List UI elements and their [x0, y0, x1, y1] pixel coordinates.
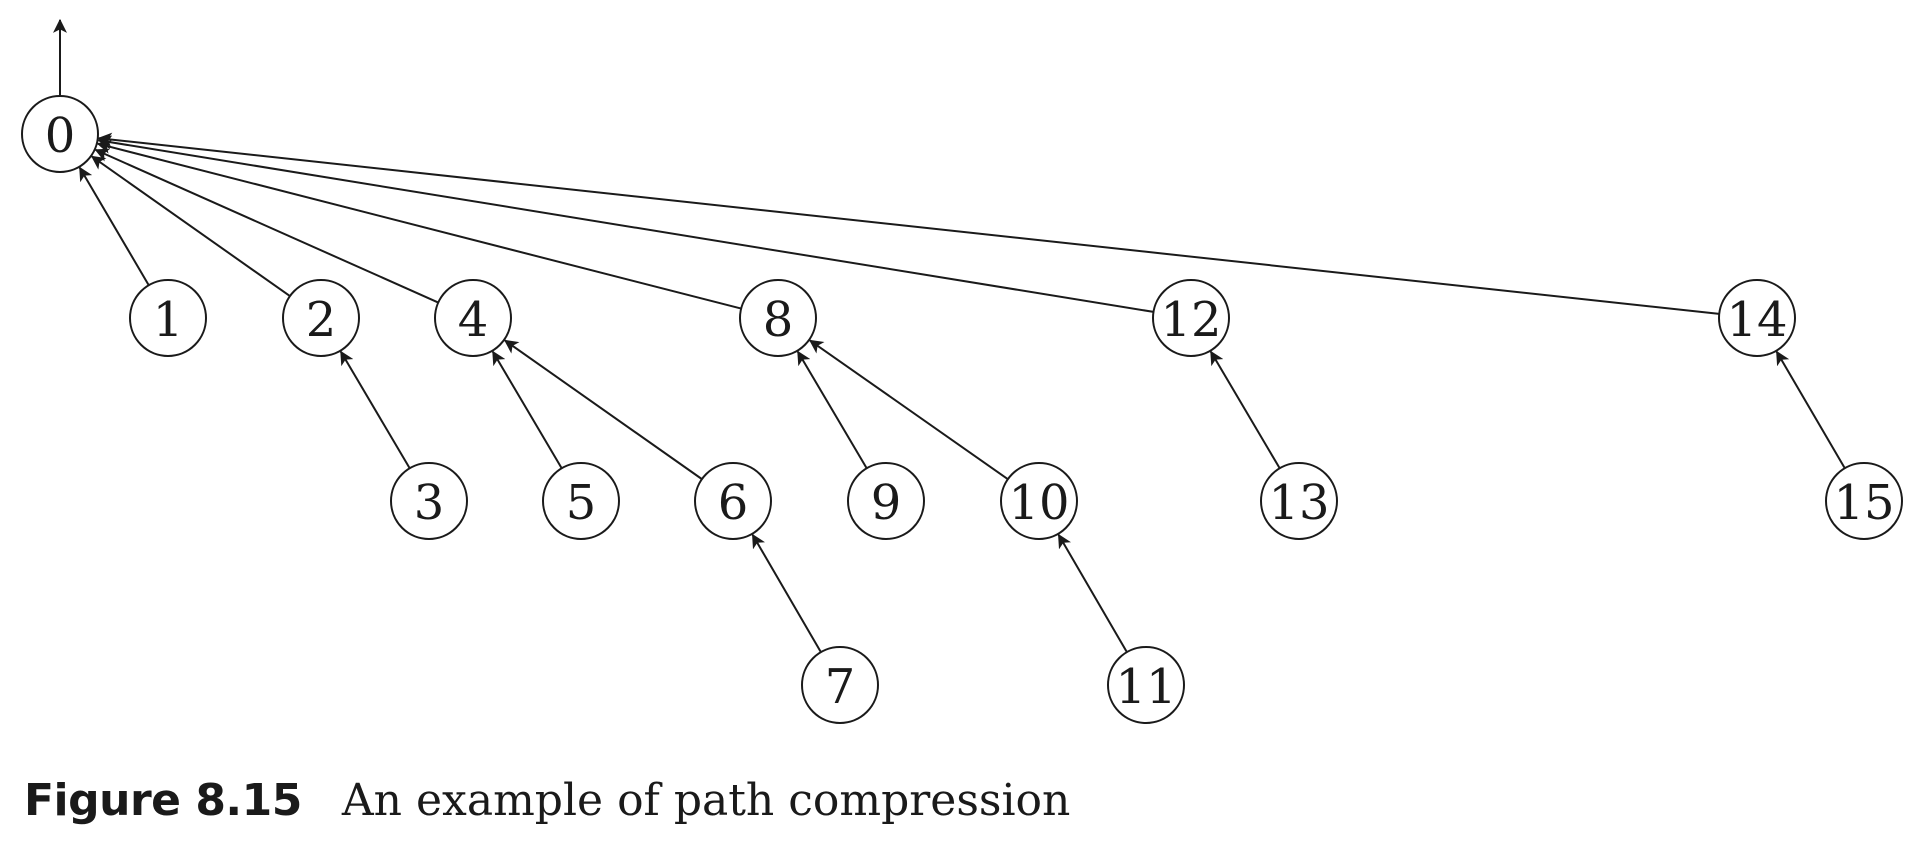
edge-15-to-14	[1775, 350, 1846, 469]
node-label: 9	[871, 475, 902, 531]
node-label: 3	[414, 475, 445, 531]
tree-node-14: 14	[1718, 279, 1796, 357]
edge-2-to-0	[90, 155, 291, 297]
node-circle	[1152, 279, 1230, 357]
edge-7-to-6	[751, 533, 822, 653]
figure-number: Figure 8.15	[24, 775, 302, 826]
tree-node-5: 5	[542, 462, 620, 540]
node-label: 5	[566, 475, 597, 531]
figure-title: An example of path compression	[341, 775, 1071, 826]
node-label: 14	[1726, 292, 1787, 348]
node-label: 2	[306, 292, 337, 348]
tree-node-6: 6	[694, 462, 772, 540]
tree-node-2: 2	[282, 279, 360, 357]
node-label: 11	[1115, 659, 1176, 715]
node-circle	[801, 646, 879, 724]
node-circle	[739, 279, 817, 357]
node-label: 12	[1160, 292, 1221, 348]
node-label: 6	[718, 475, 749, 531]
node-circle	[694, 462, 772, 540]
node-label: 1	[153, 292, 184, 348]
node-circle	[1718, 279, 1796, 357]
edge-10-to-8	[808, 339, 1009, 481]
node-label: 13	[1268, 475, 1329, 531]
tree-node-10: 10	[1000, 462, 1078, 540]
node-circle	[1107, 646, 1185, 724]
node-circle	[21, 95, 99, 173]
edge-6-to-4	[503, 339, 703, 480]
edge-1-to-0	[78, 166, 150, 286]
edge-9-to-8	[796, 350, 868, 469]
edge-5-to-4	[491, 350, 563, 469]
tree-node-7: 7	[801, 646, 879, 724]
node-circle	[282, 279, 360, 357]
node-label: 0	[45, 108, 76, 164]
edge-11-to-10	[1057, 533, 1128, 653]
node-circle	[1000, 462, 1078, 540]
tree-node-8: 8	[739, 279, 817, 357]
tree-node-13: 13	[1260, 462, 1338, 540]
node-label: 4	[458, 292, 489, 348]
node-label: 7	[825, 659, 856, 715]
node-circle	[434, 279, 512, 357]
node-circle	[1260, 462, 1338, 540]
edge-4-to-0	[94, 148, 439, 304]
edges-layer	[53, 18, 1846, 653]
tree-node-4: 4	[434, 279, 512, 357]
tree-node-12: 12	[1152, 279, 1230, 357]
tree-node-15: 15	[1825, 462, 1903, 540]
tree-node-9: 9	[847, 462, 925, 540]
node-circle	[129, 279, 207, 357]
figure-caption: Figure 8.15 An example of path compressio…	[24, 775, 1070, 835]
edge-3-to-2	[339, 350, 411, 469]
edge-14-to-0	[97, 132, 1720, 315]
edge-8-to-0	[96, 140, 742, 310]
node-circle	[847, 462, 925, 540]
node-circle	[390, 462, 468, 540]
node-circle	[542, 462, 620, 540]
node-label: 10	[1008, 475, 1069, 531]
node-label: 8	[763, 292, 794, 348]
tree-node-1: 1	[129, 279, 207, 357]
tree-node-3: 3	[390, 462, 468, 540]
tree-node-11: 11	[1107, 646, 1185, 724]
tree-node-0: 0	[21, 95, 99, 173]
node-circle	[1825, 462, 1903, 540]
edge-12-to-0	[97, 135, 1154, 313]
node-label: 15	[1833, 475, 1894, 531]
edge-13-to-12	[1209, 350, 1281, 469]
